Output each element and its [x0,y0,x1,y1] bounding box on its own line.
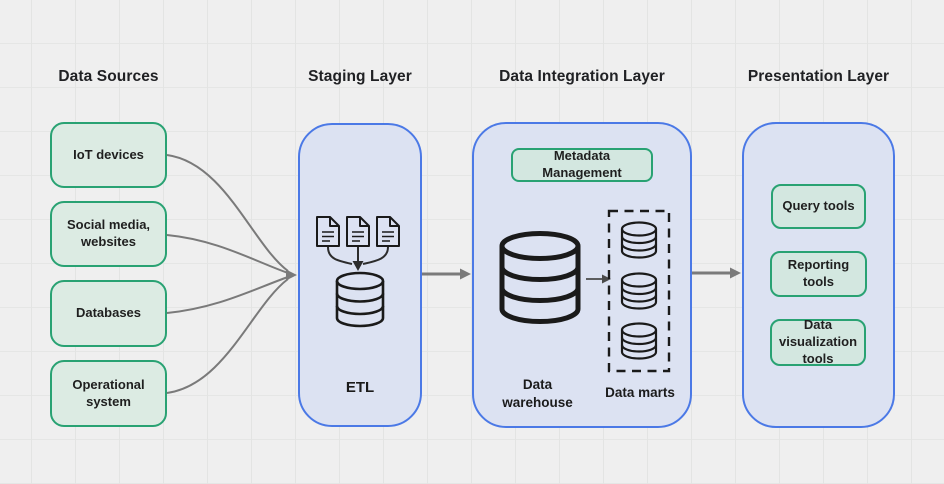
node-reporting-tools[interactable]: Reporting tools [770,251,867,297]
arrow-staging-to-integration [422,268,471,280]
column-title-data-integration-layer: Data Integration Layer [499,68,665,85]
arrow-integration-to-presentation [692,267,741,279]
column-title-staging-layer: Staging Layer [308,68,412,85]
node-iot-devices[interactable]: IoT devices [50,122,167,188]
data-marts-label: Data marts [605,385,675,400]
node-social-media-websites[interactable]: Social media, websites [50,201,167,267]
node-query-tools[interactable]: Query tools [771,184,866,229]
column-title-presentation-layer: Presentation Layer [747,68,890,85]
node-operational-system[interactable]: Operational system [50,360,167,427]
etl-label: ETL [345,379,375,396]
node-metadata-management[interactable]: Metadata Management [511,148,653,182]
data-warehouse-label: Data warehouse [502,377,573,410]
node-databases[interactable]: Databases [50,280,167,347]
node-data-visualization-tools[interactable]: Data visualization tools [770,317,866,366]
source-connector-curves [166,154,289,394]
arrowhead-sources-to-staging [286,269,297,281]
column-title-data-sources: Data Sources [58,68,159,85]
